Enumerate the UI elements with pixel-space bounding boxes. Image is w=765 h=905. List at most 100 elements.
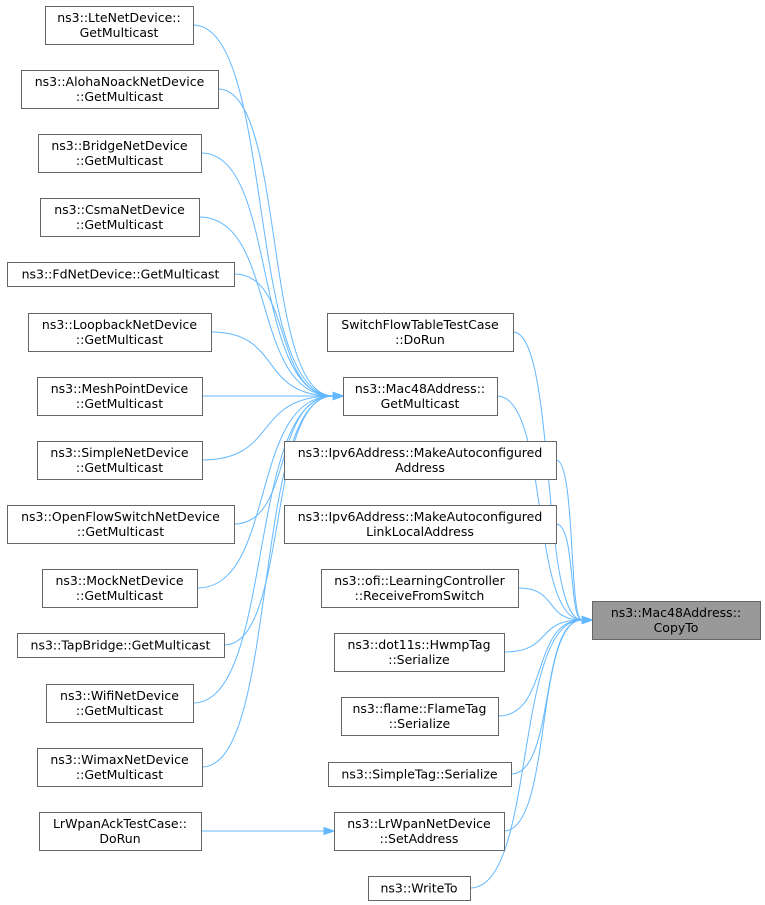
- node-label-csma-line-1: ns3::CsmaNetDevice: [54, 202, 185, 217]
- node-label-openflow-line-2: ::GetMulticast: [77, 524, 164, 539]
- edge-ipv6auto-to-copyto: [555, 459, 583, 621]
- node-switchflow[interactable]: SwitchFlowTableTestCase::DoRun: [327, 313, 514, 352]
- edge-lrsetaddr-to-copyto: [503, 619, 583, 832]
- node-label-csma-line-2: ::GetMulticast: [76, 217, 163, 232]
- node-openflow[interactable]: ns3::OpenFlowSwitchNetDevice::GetMultica…: [7, 505, 235, 544]
- node-box-copyto: [592, 601, 761, 640]
- node-ofi[interactable]: ns3::ofi::LearningController::ReceiveFro…: [321, 569, 519, 608]
- arrowhead-lrack-to-lrsetaddr: [323, 826, 336, 836]
- edge-writeto-to-copyto: [469, 619, 583, 889]
- node-label-openflow-line-1: ns3::OpenFlowSwitchNetDevice: [21, 509, 220, 524]
- node-label-flame-line-1: ns3::flame::FlameTag: [353, 701, 487, 716]
- node-label-simplenet-line-1: ns3::SimpleNetDevice: [50, 445, 188, 460]
- node-ipv6auto[interactable]: ns3::Ipv6Address::MakeAutoconfiguredAddr…: [284, 441, 557, 480]
- node-label-bridge-line-1: ns3::BridgeNetDevice: [51, 138, 188, 153]
- edge-simpletag-to-copyto: [510, 619, 583, 775]
- node-label-lrsetaddr-line-2: ::SetAddress: [380, 831, 459, 846]
- node-box-fd: [7, 262, 235, 287]
- node-box-hwmp: [334, 633, 505, 672]
- node-label-switchflow-line-1: SwitchFlowTableTestCase: [341, 317, 499, 332]
- node-box-loopback: [28, 313, 212, 352]
- node-label-copyto-line-2: CopyTo: [654, 620, 699, 635]
- node-box-tap: [17, 633, 225, 658]
- node-box-wifi: [46, 684, 194, 723]
- node-box-simplenet: [37, 441, 203, 480]
- edge-wifi-to-mac48mc: [192, 395, 334, 704]
- node-fd[interactable]: ns3::FdNetDevice::GetMulticast: [7, 262, 235, 287]
- node-loopback[interactable]: ns3::LoopbackNetDevice::GetMulticast: [28, 313, 212, 352]
- node-meshpoint[interactable]: ns3::MeshPointDevice::GetMulticast: [37, 377, 203, 416]
- node-label-wimax-line-1: ns3::WimaxNetDevice: [50, 752, 189, 767]
- node-label-ipv6ll-line-2: LinkLocalAddress: [366, 524, 474, 539]
- node-csma[interactable]: ns3::CsmaNetDevice::GetMulticast: [40, 198, 200, 237]
- node-box-wimax: [37, 748, 203, 787]
- node-copyto[interactable]: ns3::Mac48Address::CopyTo: [592, 601, 761, 640]
- node-label-mock-line-1: ns3::MockNetDevice: [55, 573, 183, 588]
- node-label-mac48mc-line-2: GetMulticast: [381, 396, 460, 411]
- node-label-writeto-line-1: ns3::WriteTo: [381, 881, 458, 896]
- edge-ipv6ll-to-copyto: [555, 523, 583, 621]
- node-label-ipv6ll-line-1: ns3::Ipv6Address::MakeAutoconfigured: [298, 509, 543, 524]
- edge-fd-to-mac48mc: [233, 273, 334, 397]
- edge-csma-to-mac48mc: [198, 216, 334, 397]
- node-writeto[interactable]: ns3::WriteTo: [368, 876, 471, 901]
- edge-aloha-to-mac48mc: [217, 88, 334, 397]
- node-label-lrack-line-1: LrWpanAckTestCase::: [53, 816, 187, 831]
- node-box-mac48mc: [343, 377, 498, 416]
- node-label-hwmp-line-1: ns3::dot11s::HwmpTag: [347, 637, 490, 652]
- node-label-lte-line-2: GetMulticast: [80, 25, 159, 40]
- node-label-loopback-line-2: ::GetMulticast: [76, 332, 163, 347]
- edge-wimax-to-mac48mc: [201, 395, 334, 768]
- node-label-lrsetaddr-line-1: ns3::LrWpanNetDevice: [347, 816, 491, 831]
- node-label-ipv6auto-line-2: Address: [395, 460, 445, 475]
- node-mac48mc[interactable]: ns3::Mac48Address::GetMulticast: [343, 377, 498, 416]
- node-lrsetaddr[interactable]: ns3::LrWpanNetDevice::SetAddress: [334, 812, 505, 851]
- node-box-csma: [40, 198, 200, 237]
- node-mock[interactable]: ns3::MockNetDevice::GetMulticast: [42, 569, 198, 608]
- node-bridge[interactable]: ns3::BridgeNetDevice::GetMulticast: [38, 134, 202, 173]
- node-box-mock: [42, 569, 198, 608]
- node-label-meshpoint-line-2: ::GetMulticast: [76, 396, 163, 411]
- node-simplenet[interactable]: ns3::SimpleNetDevice::GetMulticast: [37, 441, 203, 480]
- node-lte[interactable]: ns3::LteNetDevice::GetMulticast: [45, 6, 194, 45]
- node-lrack[interactable]: LrWpanAckTestCase::DoRun: [39, 812, 202, 851]
- nodes-layer: ns3::LteNetDevice::GetMulticastns3::Aloh…: [7, 6, 761, 901]
- node-label-wifi-line-1: ns3::WifiNetDevice: [60, 688, 179, 703]
- node-label-simpletag-line-1: ns3::SimpleTag::Serialize: [341, 767, 497, 782]
- node-label-wifi-line-2: ::GetMulticast: [76, 703, 163, 718]
- node-box-flame: [341, 697, 499, 736]
- edges-layer: [192, 24, 594, 889]
- edge-mock-to-mac48mc: [196, 395, 334, 589]
- node-box-switchflow: [327, 313, 514, 352]
- node-label-aloha-line-2: ::GetMulticast: [76, 89, 163, 104]
- node-box-lrsetaddr: [334, 812, 505, 851]
- arrowhead-wimax-to-mac48mc: [332, 391, 345, 401]
- node-label-mac48mc-line-1: ns3::Mac48Address::: [355, 381, 485, 396]
- node-hwmp[interactable]: ns3::dot11s::HwmpTag::Serialize: [334, 633, 505, 672]
- node-label-simplenet-line-2: ::GetMulticast: [76, 460, 163, 475]
- node-label-meshpoint-line-1: ns3::MeshPointDevice: [51, 381, 189, 396]
- node-aloha[interactable]: ns3::AlohaNoackNetDevice::GetMulticast: [21, 70, 219, 109]
- node-tap[interactable]: ns3::TapBridge::GetMulticast: [17, 633, 225, 658]
- node-label-mock-line-2: ::GetMulticast: [76, 588, 163, 603]
- node-box-bridge: [38, 134, 202, 173]
- node-label-ofi-line-2: ::ReceiveFromSwitch: [355, 588, 485, 603]
- node-simpletag[interactable]: ns3::SimpleTag::Serialize: [328, 762, 512, 787]
- node-label-fd-line-1: ns3::FdNetDevice::GetMulticast: [22, 267, 220, 282]
- node-label-flame-line-2: ::Serialize: [389, 716, 451, 731]
- edge-lte-to-mac48mc: [192, 24, 334, 397]
- edge-flame-to-copyto: [497, 619, 583, 717]
- node-ipv6ll[interactable]: ns3::Ipv6Address::MakeAutoconfiguredLink…: [284, 505, 557, 544]
- node-label-hwmp-line-2: ::Serialize: [388, 652, 450, 667]
- edge-simplenet-to-mac48mc: [201, 395, 334, 461]
- node-flame[interactable]: ns3::flame::FlameTag::Serialize: [341, 697, 499, 736]
- node-wimax[interactable]: ns3::WimaxNetDevice::GetMulticast: [37, 748, 203, 787]
- node-wifi[interactable]: ns3::WifiNetDevice::GetMulticast: [46, 684, 194, 723]
- node-label-ipv6auto-line-1: ns3::Ipv6Address::MakeAutoconfigured: [298, 445, 543, 460]
- node-box-ipv6auto: [284, 441, 557, 480]
- node-label-ofi-line-1: ns3::ofi::LearningController: [334, 573, 505, 588]
- edge-loopback-to-mac48mc: [210, 331, 334, 397]
- node-box-lte: [45, 6, 194, 45]
- node-box-lrack: [39, 812, 202, 851]
